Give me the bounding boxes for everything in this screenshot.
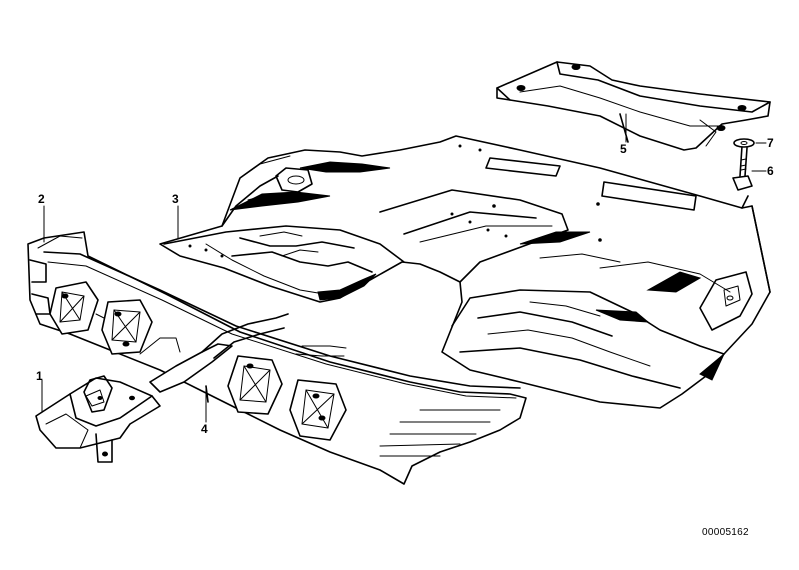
part-6-bolt bbox=[732, 145, 753, 191]
part-7-washer bbox=[733, 138, 755, 148]
part-1-engine-mount bbox=[35, 375, 161, 463]
weld-points bbox=[188, 144, 602, 258]
callout-1: 1 bbox=[36, 369, 43, 383]
part-3-floor-pan bbox=[159, 135, 771, 409]
part-4-support-bracket bbox=[149, 313, 347, 403]
callout-6: 6 bbox=[767, 164, 774, 178]
callout-3: 3 bbox=[172, 192, 179, 206]
leader-lines bbox=[41, 113, 767, 423]
callout-5: 5 bbox=[620, 142, 627, 156]
part-2-front-cross-member bbox=[27, 231, 527, 485]
diagram-number: 00005162 bbox=[702, 527, 749, 538]
callout-2: 2 bbox=[38, 192, 45, 206]
part-5-cross-member bbox=[496, 61, 771, 151]
callout-4: 4 bbox=[201, 422, 208, 436]
cross-member-box-sections bbox=[49, 281, 347, 441]
callout-7: 7 bbox=[767, 136, 774, 150]
